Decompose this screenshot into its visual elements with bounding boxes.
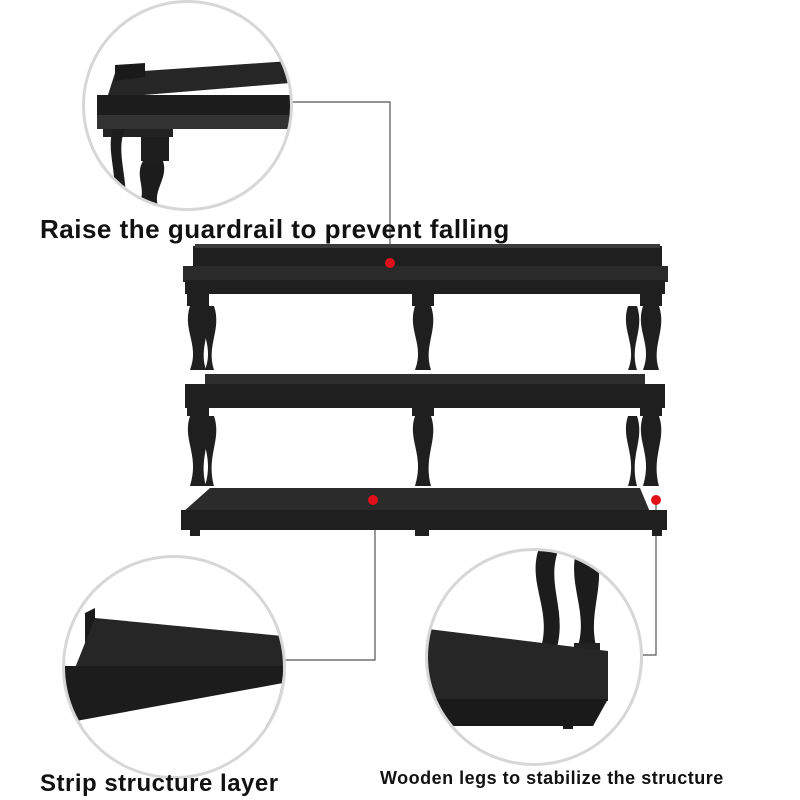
leader-line-strip bbox=[278, 500, 376, 661]
console-table bbox=[181, 244, 668, 536]
detail-guardrail-zoom bbox=[82, 0, 293, 211]
detail-strip-zoom bbox=[62, 555, 286, 779]
strip-detail-image bbox=[65, 608, 283, 776]
leader-line-guardrail bbox=[288, 101, 391, 262]
leader-lines bbox=[278, 101, 657, 661]
callout-markers bbox=[368, 258, 661, 505]
detail-legs-zoom bbox=[425, 548, 643, 766]
leader-line-legs bbox=[637, 500, 657, 656]
marker-strip bbox=[368, 495, 378, 505]
legs-detail-image bbox=[428, 551, 608, 729]
caption-guardrail: Raise the guardrail to prevent falling bbox=[40, 214, 510, 244]
marker-legs bbox=[651, 495, 661, 505]
caption-strip-structure: Strip structure layer bbox=[40, 770, 279, 797]
caption-wooden-legs: Wooden legs to stabilize the structure bbox=[380, 768, 724, 788]
guardrail-detail-image bbox=[97, 61, 290, 208]
marker-guardrail bbox=[385, 258, 395, 268]
